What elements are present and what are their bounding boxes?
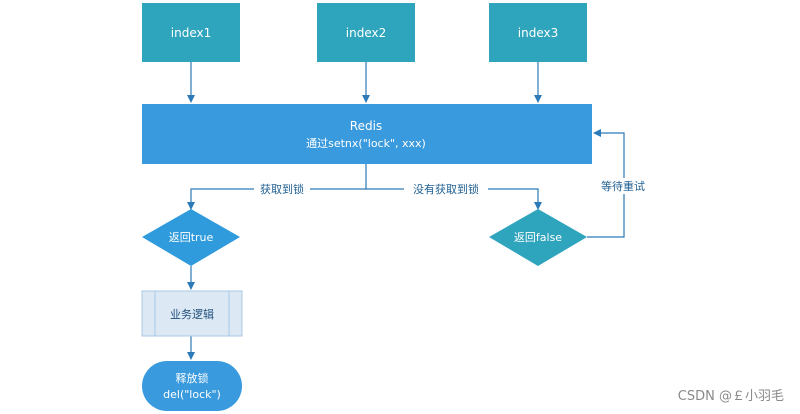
csdn-watermark: CSDN @￡小羽毛 [678, 389, 784, 404]
redis-box [142, 104, 592, 164]
index2-box [317, 3, 415, 62]
return-true-diamond [142, 209, 240, 266]
index3-box [489, 3, 587, 62]
return-false-label: 返回false [514, 231, 562, 244]
index3-label: index3 [518, 26, 558, 40]
release-label-line2: del("lock") [163, 388, 221, 401]
got-lock-label: 获取到锁 [260, 182, 304, 196]
release-label-line1: 释放锁 [176, 371, 209, 385]
redis-title: Redis [350, 119, 382, 133]
index2-label: index2 [346, 26, 386, 40]
business-label: 业务逻辑 [170, 307, 214, 321]
got-lock-label-bg [254, 180, 310, 196]
release-terminator [142, 361, 242, 411]
no-lock-label: 没有获取到锁 [413, 182, 479, 196]
return-false-diamond [489, 209, 587, 266]
no-lock-label-bg [404, 180, 488, 196]
redis-subtitle: 通过setnx("lock", xxx) [306, 137, 426, 150]
wait-retry-label-bg [594, 178, 652, 194]
index1-label: index1 [171, 26, 211, 40]
index1-box [142, 3, 240, 62]
return-true-label: 返回true [169, 231, 214, 244]
wait-retry-label: 等待重试 [601, 179, 645, 193]
business-box [141, 290, 243, 337]
